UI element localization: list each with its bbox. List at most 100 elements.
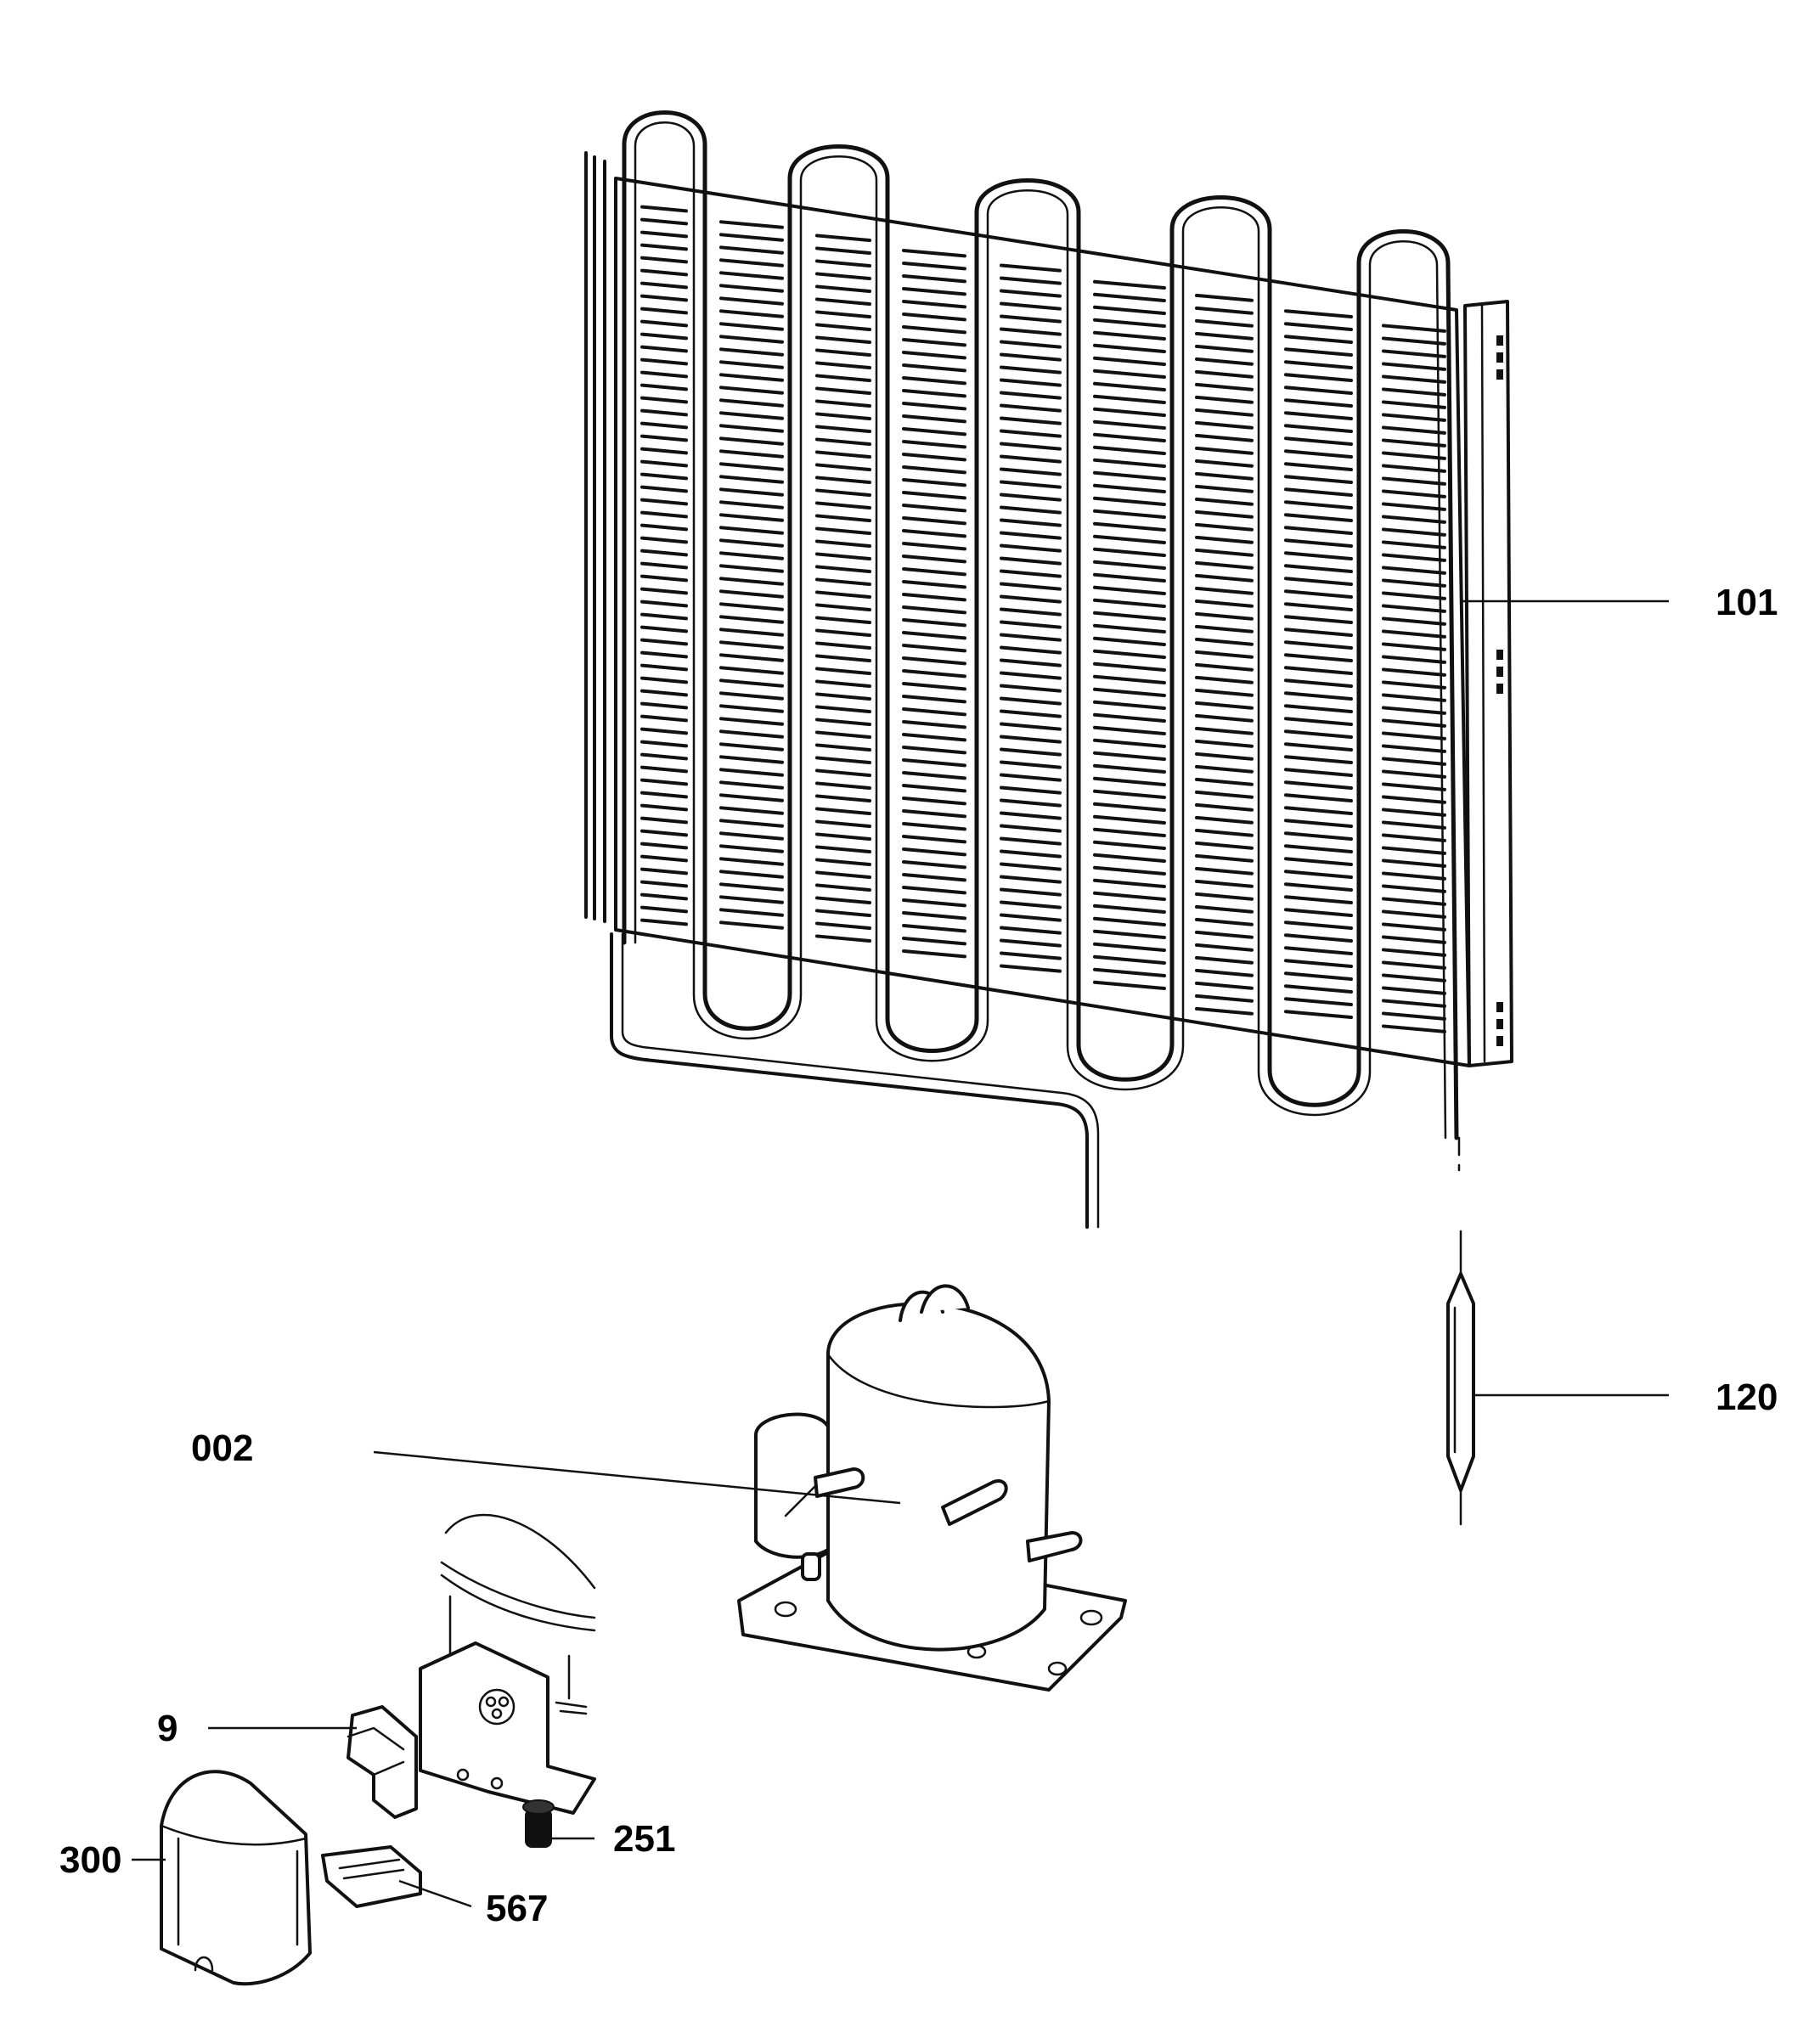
fin-slat <box>1382 502 1446 511</box>
fin-slat <box>1195 701 1254 710</box>
fin-slat <box>902 656 966 666</box>
fin-slat <box>1382 718 1446 728</box>
fin-slat <box>815 667 871 676</box>
fin-slat <box>902 732 966 742</box>
fin-slat <box>1284 691 1353 701</box>
fin-slat <box>1382 1024 1446 1033</box>
fin-slat <box>1000 391 1062 400</box>
fin-slat <box>1382 948 1446 957</box>
fin-slat <box>640 561 688 570</box>
fin-slat <box>1382 808 1446 817</box>
fin-slat <box>640 459 688 468</box>
fin-slat <box>640 918 688 926</box>
fin-slat <box>640 434 688 442</box>
fin-slat <box>1000 467 1062 476</box>
fin-slat <box>1195 828 1254 837</box>
fin-slat <box>719 882 784 892</box>
fin-slat <box>1195 306 1254 315</box>
fin-slat <box>1382 324 1446 333</box>
fin-slat <box>1284 449 1353 459</box>
fin-slat <box>902 757 966 768</box>
fin-slat <box>719 462 784 471</box>
fin-slat <box>1284 933 1353 943</box>
fin-slat <box>719 640 784 650</box>
bracket-holes <box>1496 335 1503 1046</box>
fin-slat <box>815 870 871 880</box>
fin-slat <box>640 816 688 825</box>
fin-slat <box>1000 836 1062 846</box>
fin-slat <box>1195 471 1254 481</box>
fin-slat <box>1093 483 1166 493</box>
fin-slat <box>640 319 688 328</box>
fin-slat <box>1000 416 1062 425</box>
fin-slat <box>1382 387 1446 397</box>
fin-slat <box>1195 497 1254 506</box>
fin-slat <box>1195 841 1254 850</box>
fin-slat <box>1093 904 1166 914</box>
fin-slat <box>1382 833 1446 842</box>
fin-slat <box>1093 496 1166 506</box>
fin-slat <box>1195 688 1254 697</box>
fin-slat <box>815 386 871 396</box>
fin-slat <box>902 770 966 780</box>
fin-slat <box>1382 515 1446 524</box>
fin-slat <box>1195 459 1254 468</box>
fin-slat <box>815 679 871 689</box>
fin-slat <box>1382 629 1446 639</box>
fin-slat <box>1000 518 1062 527</box>
fin-slat <box>640 650 688 659</box>
fin-slat <box>640 281 688 290</box>
fin-slat <box>1093 687 1166 697</box>
fin-slat <box>1284 819 1353 829</box>
fin-slat <box>1382 642 1446 651</box>
fin-slat <box>719 347 784 357</box>
fin-slat <box>1382 693 1446 702</box>
fin-slat <box>1093 712 1166 723</box>
fin-slat <box>640 778 688 786</box>
fin-slat <box>1093 751 1166 761</box>
fin-slat <box>1000 645 1062 655</box>
fin-slat <box>719 831 784 841</box>
fin-slat <box>1195 637 1254 646</box>
fin-slat <box>1382 960 1446 970</box>
fin-slat <box>719 233 784 242</box>
fin-slat <box>719 271 784 280</box>
fin-slat <box>1195 484 1254 493</box>
fin-slat <box>1195 917 1254 926</box>
fin-slat <box>902 936 966 946</box>
condenser-panel <box>614 177 1471 1067</box>
fin-slat <box>902 363 966 373</box>
fin-slat <box>719 666 784 675</box>
fin-slat <box>1382 922 1446 932</box>
fin-slat <box>1195 318 1254 328</box>
fin-slat <box>719 653 784 662</box>
compressor-terminal-box <box>754 1412 830 1559</box>
fin-slat <box>1284 666 1353 676</box>
fin-slat <box>815 705 871 714</box>
fin-slat <box>640 625 688 633</box>
fin-slat <box>815 361 871 370</box>
fin-slat <box>1195 548 1254 557</box>
fin-slat <box>902 261 966 271</box>
fin-slat <box>815 921 871 931</box>
fin-slat <box>902 286 966 296</box>
fin-slat <box>1284 729 1353 740</box>
fin-slat <box>640 294 688 302</box>
fin-slat <box>1195 994 1254 1003</box>
fin-slat <box>815 781 871 791</box>
fin-slat <box>1382 374 1446 384</box>
fin-slat <box>902 681 966 691</box>
suction-tube <box>814 1467 865 1498</box>
fin-slat <box>1000 569 1062 578</box>
fin-slat <box>1093 521 1166 532</box>
callout-251: 251 <box>613 1818 675 1860</box>
fin-slat <box>1284 793 1353 803</box>
fin-slat <box>815 768 871 778</box>
fin-slat <box>1382 566 1446 575</box>
fin-slat <box>719 844 784 853</box>
fin-slat <box>902 439 966 449</box>
fin-slat <box>815 832 871 842</box>
fin-slat <box>1195 382 1254 391</box>
leader-lines <box>132 600 1669 1908</box>
fin-slat <box>719 538 784 548</box>
